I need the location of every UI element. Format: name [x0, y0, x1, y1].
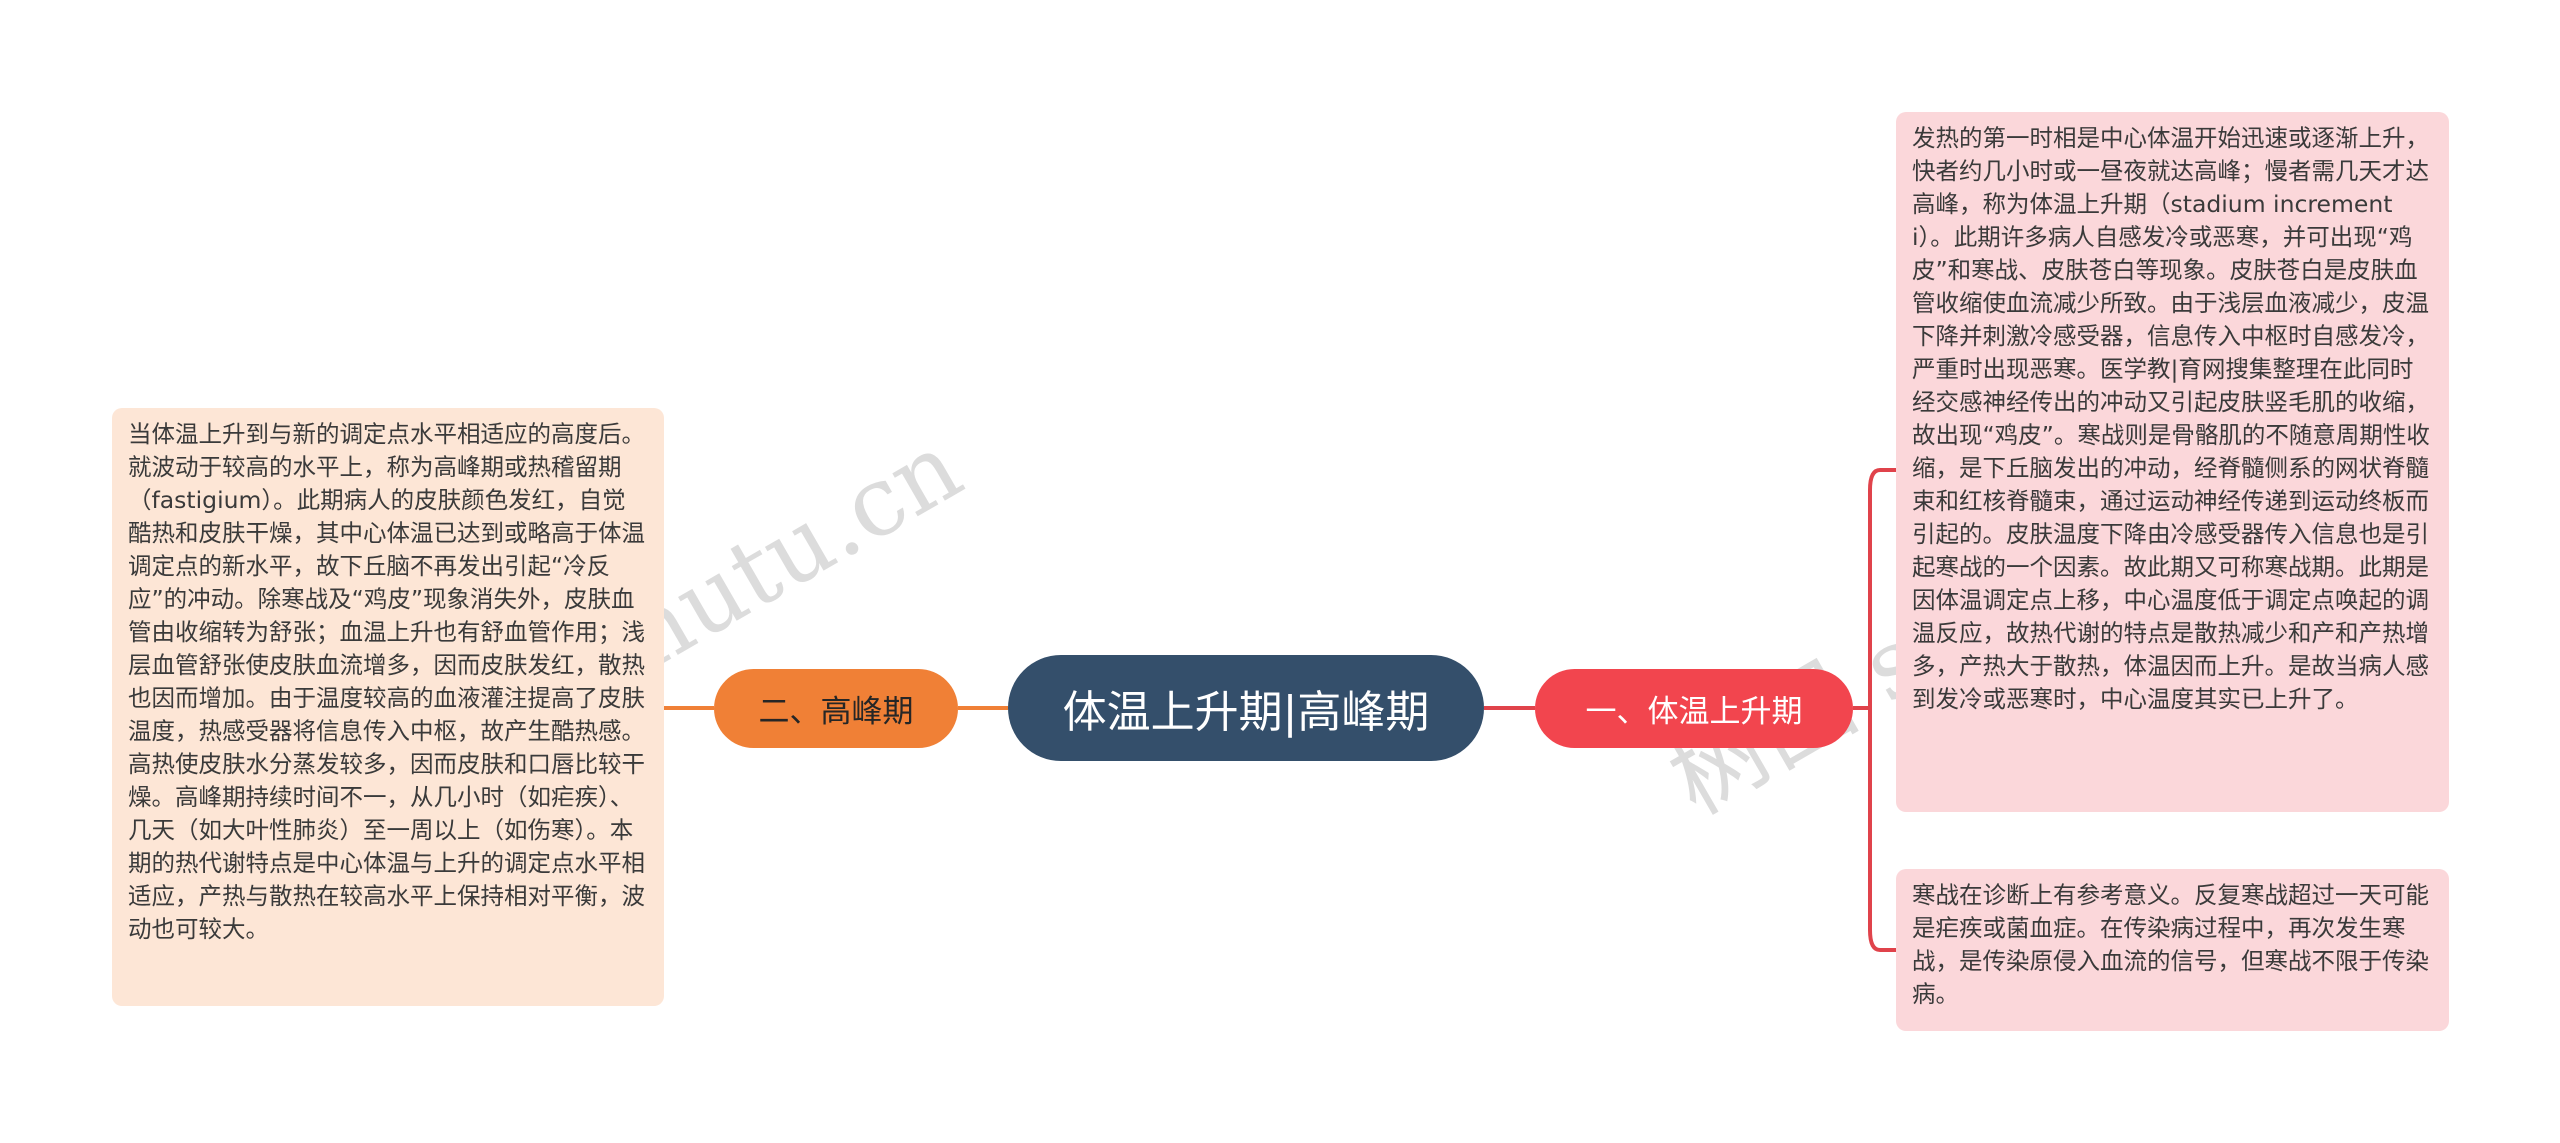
branch-rising-phase[interactable]: 一、体温上升期	[1535, 669, 1853, 748]
leaf-rising-phase-description[interactable]: 发热的第一时相是中心体温开始迅速或逐渐上升，快者约几小时或一昼夜就达高峰；慢者需…	[1896, 112, 2449, 812]
leaf-chills-note-text: 寒战在诊断上有参考意义。反复寒战超过一天可能是疟疾或菌血症。在传染病过程中，再次…	[1912, 881, 2429, 1008]
branch-rising-phase-label: 一、体温上升期	[1585, 694, 1803, 730]
link-right-bracket	[1853, 468, 1881, 952]
leaf-rising-phase-text: 发热的第一时相是中心体温开始迅速或逐渐上升，快者约几小时或一昼夜就达高峰；慢者需…	[1912, 124, 2430, 713]
branch-peak-phase[interactable]: 二、高峰期	[714, 669, 958, 748]
central-topic-label: 体温上升期|高峰期	[1062, 687, 1430, 738]
leaf-peak-phase-description[interactable]: 当体温上升到与新的调定点水平相适应的高度后。就波动于较高的水平上，称为高峰期或热…	[112, 408, 664, 1006]
leaf-chills-note[interactable]: 寒战在诊断上有参考意义。反复寒战超过一天可能是疟疾或菌血症。在传染病过程中，再次…	[1896, 869, 2449, 1031]
leaf-peak-phase-text: 当体温上升到与新的调定点水平相适应的高度后。就波动于较高的水平上，称为高峰期或热…	[128, 420, 645, 943]
branch-peak-phase-label: 二、高峰期	[758, 694, 914, 730]
central-topic[interactable]: 体温上升期|高峰期	[1008, 655, 1484, 761]
